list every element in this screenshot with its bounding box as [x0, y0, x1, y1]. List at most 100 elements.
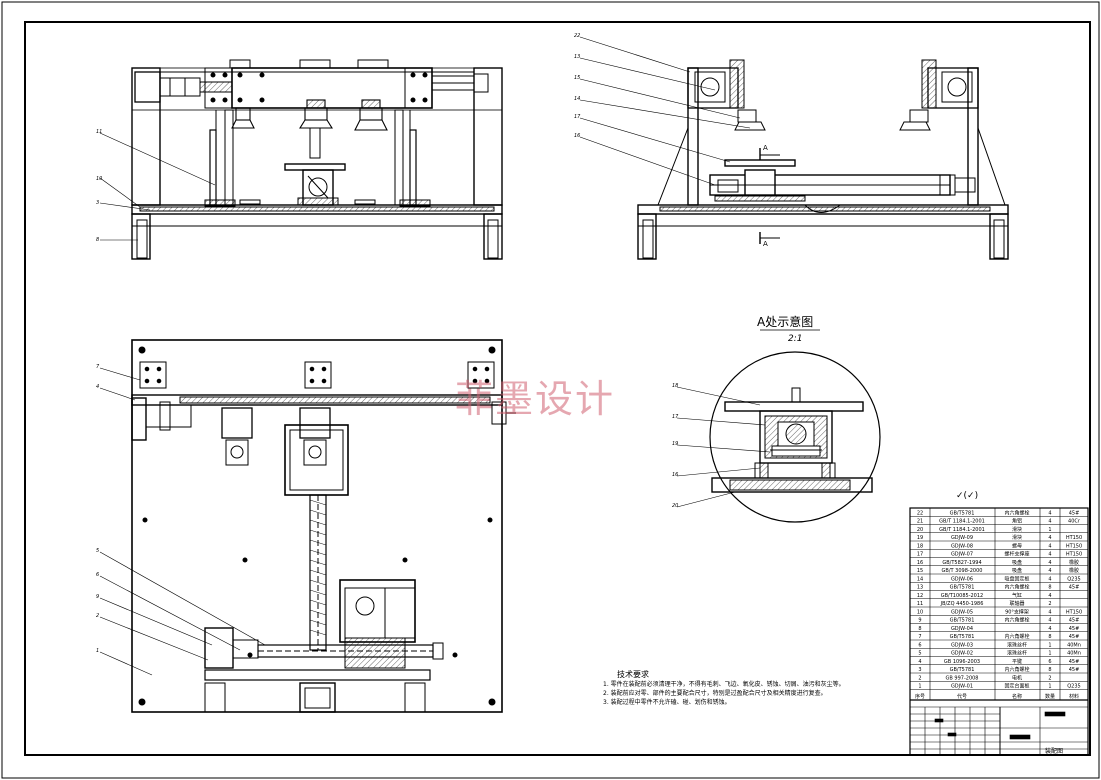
callout-side-5: 17 — [574, 114, 581, 120]
surface-roughness-symbol: ✓(✓) — [956, 491, 979, 501]
bom-cell-mat: 45# — [1069, 618, 1080, 624]
bom-cell-mat: HT150 — [1066, 552, 1082, 558]
bom-cell-code: GB/T5781 — [950, 667, 975, 673]
bom-cell-name: 吸盘固定板 — [1004, 575, 1029, 582]
tech-note-1: 1. 零件在装配前必须清理干净，不得有毛刺、飞边、氧化皮、锈蚀、切屑、油污和灰尘… — [603, 681, 845, 688]
bom-cell-code: GB/T5827-1994 — [942, 560, 981, 566]
bom-cell-code: GB/T 3098-2000 — [942, 568, 983, 574]
callout-top-4: 6 — [96, 572, 99, 578]
bom-cell-qty: 4 — [1048, 510, 1051, 516]
tech-note-3: 3. 装配过程中零件不允许磕、碰、划伤和锈蚀。 — [603, 699, 731, 706]
bom-cell-mat: 45# — [1069, 585, 1080, 591]
technical-requirements: 技术要求 1. 零件在装配前必须清理干净，不得有毛刺、飞边、氧化皮、锈蚀、切屑、… — [603, 670, 903, 707]
bom-cell-mat: HT150 — [1066, 609, 1082, 615]
bom-cell-no: 6 — [918, 642, 921, 648]
bom-cell-mat: 橡胶 — [1069, 567, 1079, 574]
bom-cell-code: GDJW-05 — [951, 609, 973, 615]
bom-cell-no: 12 — [917, 593, 923, 599]
bom-cell-code: GB 1096-2003 — [944, 659, 980, 665]
bom-cell-no: 15 — [917, 568, 923, 574]
callout-detail-5: 20 — [672, 503, 678, 509]
bom-cell-qty: 8 — [1048, 585, 1051, 591]
detail-view — [709, 329, 881, 523]
bom-cell-mat: 45# — [1069, 634, 1080, 640]
callout-detail-1: 18 — [672, 383, 678, 389]
bom-cell-code: GDJW-06 — [951, 576, 973, 582]
bom-cell-name: 固定台面板 — [1004, 683, 1029, 690]
bom-cell-code: GDJW-04 — [951, 626, 973, 632]
bom-cell-mat: 40Mn — [1067, 651, 1081, 657]
bom-cell-qty: 2 — [1048, 601, 1051, 607]
top-leader-lines — [99, 367, 266, 676]
callout-top-3: 5 — [96, 548, 99, 554]
bom-cell-qty: 1 — [1048, 642, 1051, 648]
inner-border — [24, 21, 1091, 756]
bom-cell-mat: 45# — [1069, 626, 1080, 632]
bom-cell-name: 平键 — [1012, 658, 1022, 665]
callout-top-5: 9 — [96, 594, 99, 600]
bom-cell-mat: Q235 — [1067, 684, 1080, 690]
bom-cell-qty: 1 — [1048, 651, 1051, 657]
bom-cell-qty: 4 — [1048, 552, 1051, 558]
callout-side-2: 13 — [574, 54, 580, 60]
bom-cell-name: 螺母 — [1012, 542, 1022, 549]
bom-cell-qty: 4 — [1048, 626, 1051, 632]
bom-cell-no: 16 — [917, 560, 923, 566]
tech-note-2: 2. 装配前应对零、部件的主要配合尺寸，特别是过盈配合尺寸及相关精度进行复查。 — [603, 690, 827, 697]
bom-cell-qty: 8 — [1048, 667, 1051, 673]
bom-cell-code: GDJW-03 — [951, 642, 973, 648]
detail-view-scale: 2:1 — [788, 334, 803, 344]
bom-cell-code: GB/T10085-2012 — [941, 593, 983, 599]
bom-header-mat: 材料 — [1069, 693, 1079, 700]
bom-cell-qty: 8 — [1048, 634, 1051, 640]
bom-cell-qty: 4 — [1048, 618, 1051, 624]
bom-cell-name: 滑块 — [1012, 526, 1022, 533]
bom-cell-name: 滑块 — [1012, 534, 1022, 541]
bom-cell-mat: 45# — [1069, 510, 1080, 516]
bom-cell-qty: 4 — [1048, 543, 1051, 549]
bom-cell-no: 1 — [918, 684, 921, 690]
callout-front-2: 10 — [96, 176, 102, 182]
front-view — [131, 59, 503, 260]
bom-cell-code: GDJW-08 — [951, 543, 973, 549]
bom-cell-no: 18 — [917, 543, 923, 549]
bom-cell-mat: HT150 — [1066, 543, 1082, 549]
callout-front-4: 8 — [96, 237, 99, 243]
bom-cell-name: 90°支撑架 — [1005, 608, 1029, 615]
bom-cell-name: 角铝 — [1012, 518, 1022, 525]
callout-top-1: 7 — [96, 364, 100, 370]
bom-cell-name: 滚珠丝杆 — [1007, 641, 1027, 648]
bom-cell-no: 14 — [917, 576, 923, 582]
side-view — [637, 59, 1009, 260]
bom-cell-no: 17 — [917, 552, 923, 558]
front-leader-lines — [99, 132, 216, 241]
bom-cell-name: 内六角螺栓 — [1004, 584, 1029, 591]
callout-front-3: 3 — [96, 200, 99, 206]
bom-cell-name: 吸盘 — [1012, 559, 1022, 566]
bom-cell-name: 电机 — [1012, 674, 1022, 681]
bom-cell-mat: HT150 — [1066, 535, 1082, 541]
bom-cell-mat: 橡胶 — [1069, 559, 1079, 566]
bom-cell-no: 21 — [917, 519, 923, 525]
detail-view-title: A处示意图 — [757, 315, 814, 329]
bom-cell-code: GDJW-07 — [951, 552, 973, 558]
bom-cell-no: 20 — [917, 527, 923, 533]
bom-cell-name: 滚珠丝杆 — [1007, 650, 1027, 657]
callout-side-4: 14 — [574, 96, 580, 102]
bom-header-code: 代号 — [957, 693, 967, 700]
title-block-cell: 装配图 — [1045, 747, 1063, 755]
bom-cell-no: 9 — [918, 618, 921, 624]
bom-cell-code: GB/T5781 — [950, 585, 975, 591]
bom-cell-code: GDJW-02 — [951, 651, 973, 657]
bom-cell-no: 22 — [917, 510, 923, 516]
bom-cell-code: GB/T 1184.1-2001 — [939, 527, 985, 533]
bom-cell-name: 吸盘 — [1012, 567, 1022, 574]
side-leader-lines — [579, 36, 751, 186]
bom-cell-no: 7 — [918, 634, 921, 640]
bom-cell-no: 11 — [917, 601, 923, 607]
bom-cell-name: 内六角螺栓 — [1004, 633, 1029, 640]
bom-cell-qty: 4 — [1048, 519, 1051, 525]
